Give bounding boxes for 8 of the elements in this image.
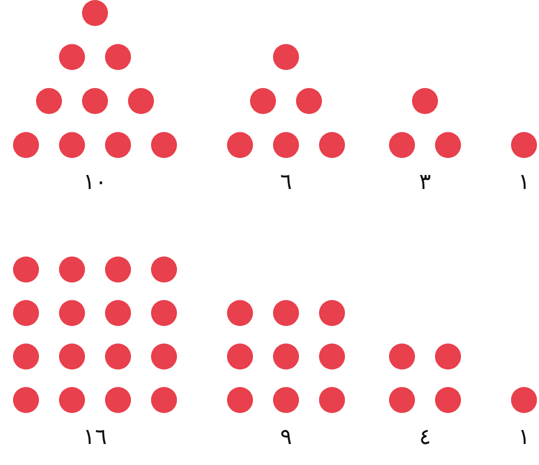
number-label: ١	[518, 172, 530, 194]
number-label: ١٦	[83, 427, 107, 449]
number-label: ٤	[419, 427, 431, 449]
number-label: ٦	[280, 172, 292, 194]
number-label: ١٠	[83, 172, 107, 194]
number-label: ٩	[280, 427, 292, 449]
number-label: ٣	[419, 172, 431, 194]
number-label: ١	[518, 427, 530, 449]
